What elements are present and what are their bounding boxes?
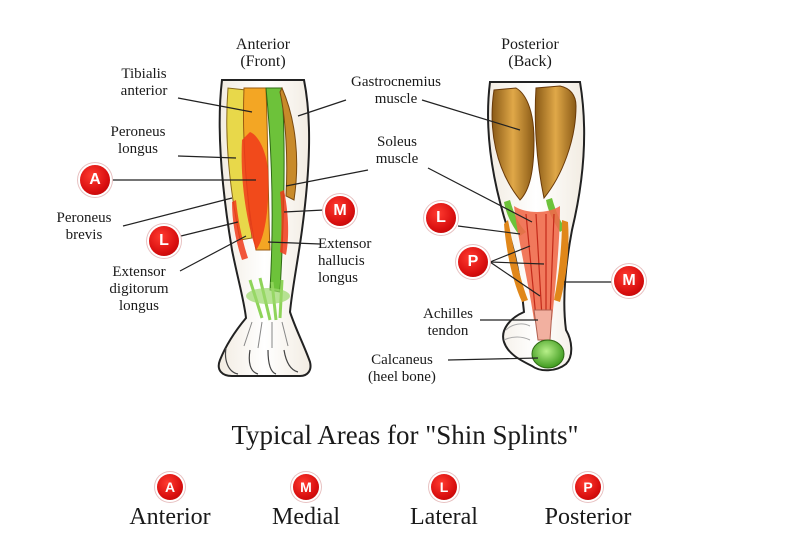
legend-badge-anterior: A — [157, 474, 183, 500]
legend-item-medial: M Medial — [246, 474, 366, 531]
anterior-pain-area — [241, 132, 269, 250]
legend-label-posterior: Posterior — [544, 504, 632, 530]
gastrocnemius-shape — [491, 87, 535, 201]
diagram-title: Typical Areas for "Shin Splints" — [231, 420, 579, 450]
anterior-heading-text: Anterior — [235, 36, 291, 53]
legend-label-anterior: Anterior — [129, 504, 211, 530]
posterior-subheading-text: (Back) — [508, 53, 552, 70]
anterior-heading: Anterior (Front) — [218, 36, 308, 70]
legend-badge-medial: M — [293, 474, 319, 500]
posterior-heading: Posterior (Back) — [480, 36, 580, 70]
label-peroneus-brevis: Peroneus brevis — [56, 210, 112, 243]
posterior-heading-text: Posterior — [501, 36, 559, 53]
leader-lines — [110, 97, 614, 361]
legend-item-lateral: L Lateral — [384, 474, 504, 531]
label-soleus: Soleus muscle — [375, 134, 419, 167]
anterior-leg — [217, 79, 312, 377]
posterior-foot-bones — [503, 323, 531, 341]
lateral-pain-area-front — [232, 200, 248, 260]
anterior-foot-bones — [243, 321, 289, 349]
medial-pain-area-front — [280, 190, 289, 255]
legend-item-anterior: A Anterior — [110, 474, 230, 531]
soleus-stripes — [525, 213, 555, 319]
badge-posterior-back: P — [458, 247, 488, 277]
label-calcaneus: Calcaneus (heel bone) — [368, 352, 436, 385]
anterior-subheading-text: (Front) — [240, 53, 286, 70]
legend-badge-posterior: P — [575, 474, 601, 500]
legend-label-medial: Medial — [272, 504, 340, 530]
gastrocnemius-shape-medial — [534, 85, 577, 200]
label-tibialis-anterior: Tibialis anterior — [120, 66, 168, 99]
badge-lateral-back: L — [426, 203, 456, 233]
badge-anterior-front: A — [80, 165, 110, 195]
lateral-posterior-muscle — [504, 220, 528, 302]
label-extensor-digitorum-longus: Extensor digitorum longus — [109, 264, 169, 314]
anterior-foot — [224, 347, 299, 375]
posterior-leg — [487, 81, 586, 372]
ankle-retinaculum — [246, 288, 290, 304]
badge-lateral-front: L — [149, 226, 179, 256]
label-extensor-hallucis-longus: Extensor hallucis longus — [318, 236, 372, 286]
badge-medial-front: M — [325, 196, 355, 226]
anterior-gastro-shape — [279, 86, 298, 201]
label-peroneus-longus: Peroneus longus — [110, 124, 166, 157]
medial-posterior-muscle — [554, 220, 569, 302]
label-achilles: Achilles tendon — [423, 306, 473, 339]
label-gastrocnemius: Gastrocnemius muscle — [351, 74, 441, 107]
calcaneus-shape — [531, 339, 565, 369]
legend-item-posterior: P Posterior — [528, 474, 648, 531]
posterior-pain-area — [514, 206, 560, 320]
legend-label-lateral: Lateral — [410, 504, 478, 530]
badge-medial-back: M — [614, 266, 644, 296]
legend-badge-lateral: L — [431, 474, 457, 500]
